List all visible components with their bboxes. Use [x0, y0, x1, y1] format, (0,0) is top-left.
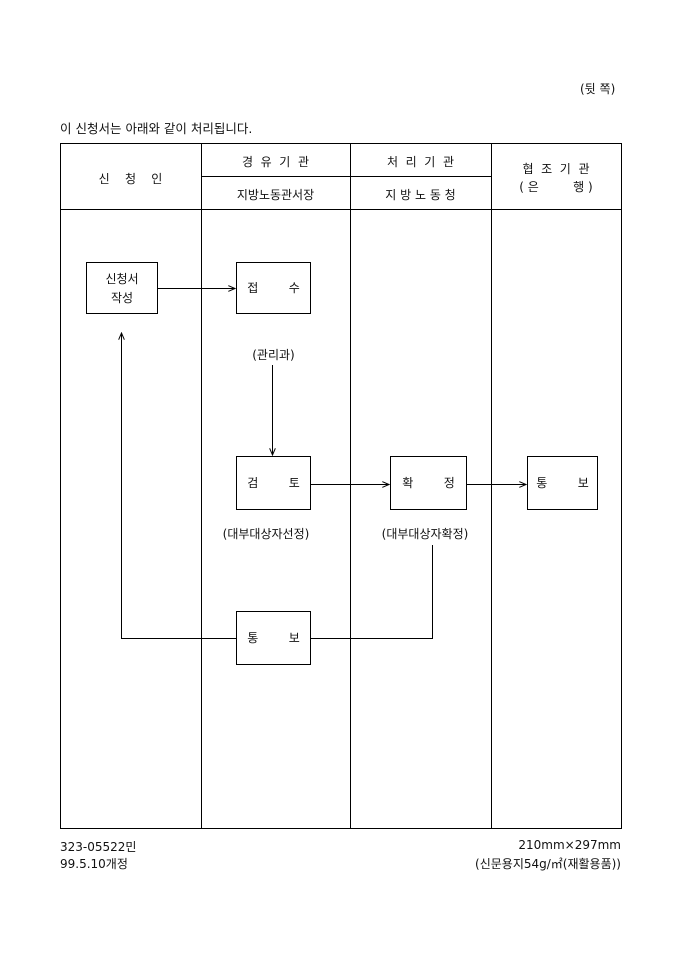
notify-to-applicant-arrow [122, 333, 236, 639]
receive-box: 접 수 [236, 262, 311, 314]
notify-back-box: 통 보 [236, 611, 311, 665]
paper-type: (신문용지54g/㎡(재활용품)) [475, 857, 621, 871]
page-side-label: (뒷 쪽) [580, 82, 616, 96]
header-proc-org: 처 리 기 관 [386, 155, 455, 169]
paper-size: 210mm×297mm [518, 838, 621, 852]
confirm-box: 확 정 [390, 456, 467, 510]
form-number: 323-05522민 [60, 840, 137, 854]
revision-date: 99.5.10개정 [60, 857, 128, 871]
mgmt-dept-label: (관리과) [252, 348, 295, 362]
header-applicant: 신 청 인 [98, 172, 163, 186]
header-via-org-sub: 지방노동관서장 [236, 188, 315, 202]
notify-bank-box: 통 보 [527, 456, 598, 510]
write-form-box: 신청서 작성 [86, 262, 158, 314]
intro-text: 이 신청서는 아래와 같이 처리됩니다. [60, 121, 253, 136]
header-coop-org: 협 조 기 관 [522, 162, 590, 176]
header-coop-org-sub: ( 은 행 ) [519, 180, 593, 194]
confirm-to-notify-line [311, 545, 433, 639]
review-note: (대부대상자선정) [222, 527, 310, 541]
header-proc-org-sub: 지 방 노 동 청 [385, 188, 456, 202]
confirm-note: (대부대상자확정) [381, 527, 469, 541]
header-via-org: 경 유 기 관 [241, 155, 310, 169]
review-box: 검 토 [236, 456, 311, 510]
